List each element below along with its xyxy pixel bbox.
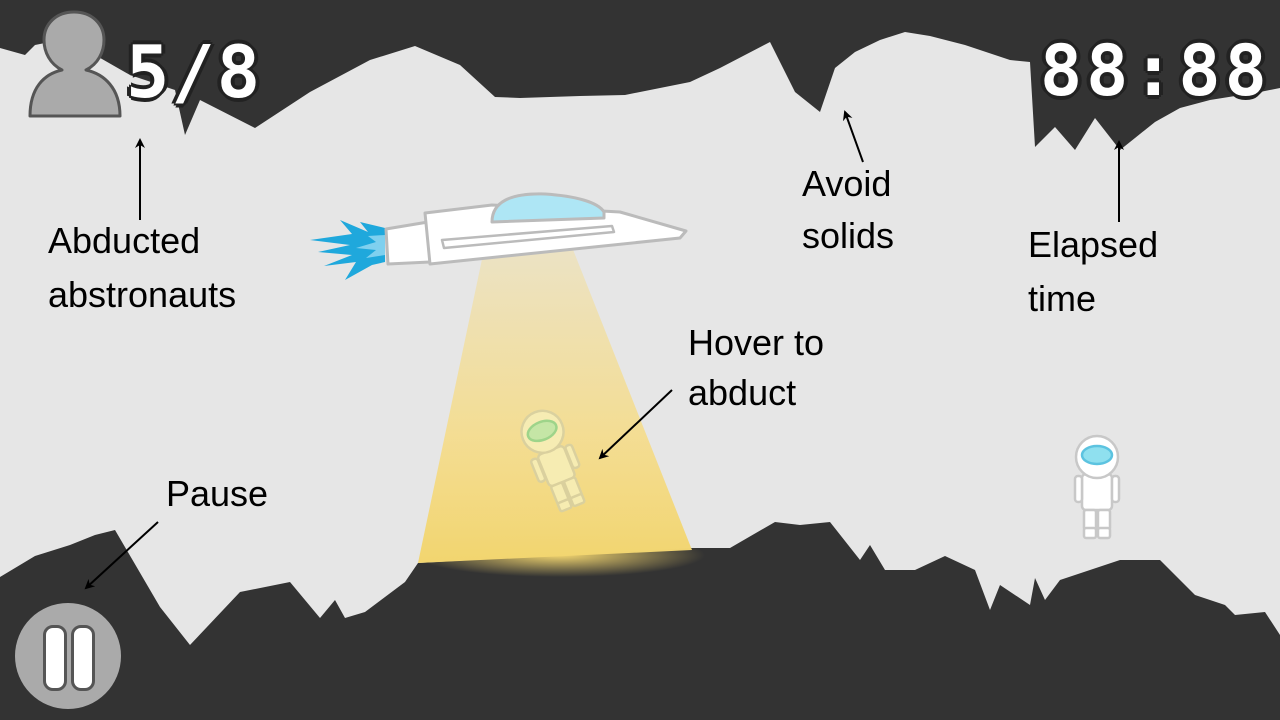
pause-button[interactable] [15,603,121,709]
player-spaceship [310,192,688,280]
label-pause: Pause [166,473,269,514]
label-elapsed-time: Elapsed time [1028,224,1159,319]
arrow-pause [84,521,159,590]
astronaut-free [1073,434,1121,540]
cave-tunnel [0,32,1280,645]
abducted-counter: 5/8 [126,30,263,114]
astronaut-abducted [520,409,586,513]
user-silhouette-icon [28,10,122,118]
tractor-beam [418,242,692,563]
engine-flame-icon [310,220,385,280]
ship-canopy [490,192,606,224]
arrow-hover [598,389,673,460]
arrow-avoid [843,110,864,163]
elapsed-timer: 88:88 [1040,30,1271,112]
label-abducted: Abducted abstronauts [48,220,237,315]
label-hover-to-abduct: Hover to abduct [688,322,825,413]
label-avoid-solids: Avoid solids [802,163,895,256]
